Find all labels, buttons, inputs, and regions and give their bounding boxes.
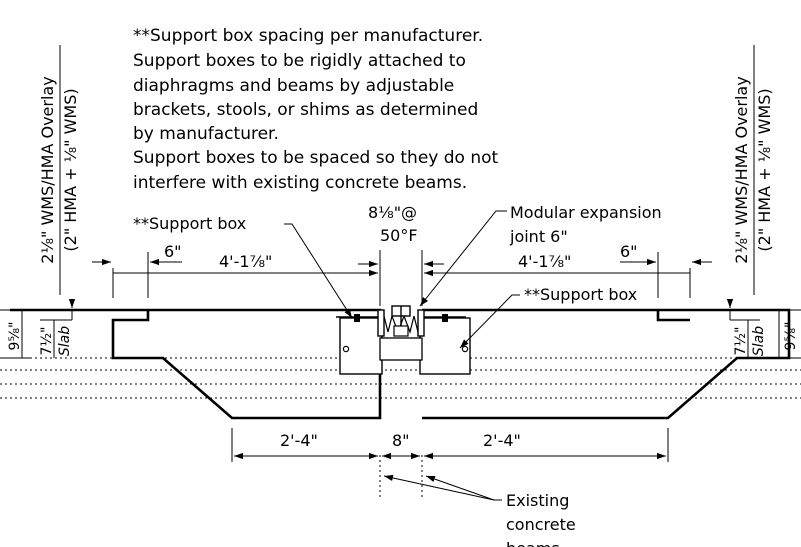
overlay-detail-right: (2" HMA + ⅛" WMS) <box>755 88 774 251</box>
left-slab-label: Slab <box>57 326 73 356</box>
right-total-depth: 9⅝" <box>783 322 799 351</box>
right-depth-dimensions <box>726 299 801 359</box>
support-bar <box>379 337 423 361</box>
support-box-label-left: **Support box <box>133 214 246 233</box>
right-slab-depth: 7½" <box>733 327 749 356</box>
leader-support-box-left <box>284 223 353 319</box>
left-total-depth: 9⅝" <box>7 322 23 351</box>
joint-assembly <box>336 305 471 375</box>
bottom-dimensions <box>231 428 669 462</box>
dim-bottom-right: 2'-4" <box>483 431 521 450</box>
top-dimensions <box>92 250 712 306</box>
expansion-joint-label: Modular expansion <box>510 203 662 222</box>
expansion-joint-width-label: joint 6" <box>509 227 568 246</box>
existing-beams-label-1: Existing <box>506 491 569 510</box>
note-line-3: diaphragms and beams by adjustable <box>133 76 454 96</box>
leader-existing-beams <box>383 474 502 501</box>
leader-expansion-joint <box>419 210 507 307</box>
gap-width-label: 8⅛"@ <box>368 203 417 222</box>
right-deck <box>422 308 791 420</box>
note-line-2: Support boxes to be rigidly attached to <box>133 51 466 71</box>
support-box-label-right: **Support box <box>524 285 637 304</box>
note-line-1: **Support box spacing per manufacturer. <box>133 26 483 46</box>
overlay-label-left: 2⅛" WMS/HMA Overlay <box>38 76 57 263</box>
leader-support-box-right <box>459 294 520 349</box>
dim-top-right-span: 4'-1⅞" <box>518 252 571 271</box>
overlay-label-right: 2⅛" WMS/HMA Overlay <box>732 76 751 263</box>
gap-temperature-label: 50°F <box>380 226 418 245</box>
note-line-5: by manufacturer. <box>133 124 279 144</box>
right-slab-label: Slab <box>751 326 767 356</box>
note-line-7: interfere with existing concrete beams. <box>133 173 467 193</box>
dim-bottom-center: 8" <box>392 431 410 450</box>
left-slab-depth: 7½" <box>39 327 55 356</box>
general-notes: **Support box spacing per manufacturer. … <box>133 26 499 193</box>
dim-bottom-left: 2'-4" <box>280 431 318 450</box>
dim-top-left-offset: 6" <box>164 242 182 261</box>
dim-top-right-offset: 6" <box>620 242 638 261</box>
note-line-4: brackets, stools, or shims as determined <box>133 100 478 120</box>
overlay-detail-left: (2" HMA + ⅛" WMS) <box>61 88 80 251</box>
right-overlay-step <box>656 310 690 322</box>
note-line-6: Support boxes to be spaced so they do no… <box>133 148 499 168</box>
existing-beams-label-3: beams <box>506 539 560 547</box>
left-depth-dimensions <box>0 299 76 359</box>
existing-concrete-lines <box>0 357 801 500</box>
dim-top-left-span: 4'-1⅞" <box>219 252 272 271</box>
existing-beams-label-2: concrete <box>506 515 576 534</box>
